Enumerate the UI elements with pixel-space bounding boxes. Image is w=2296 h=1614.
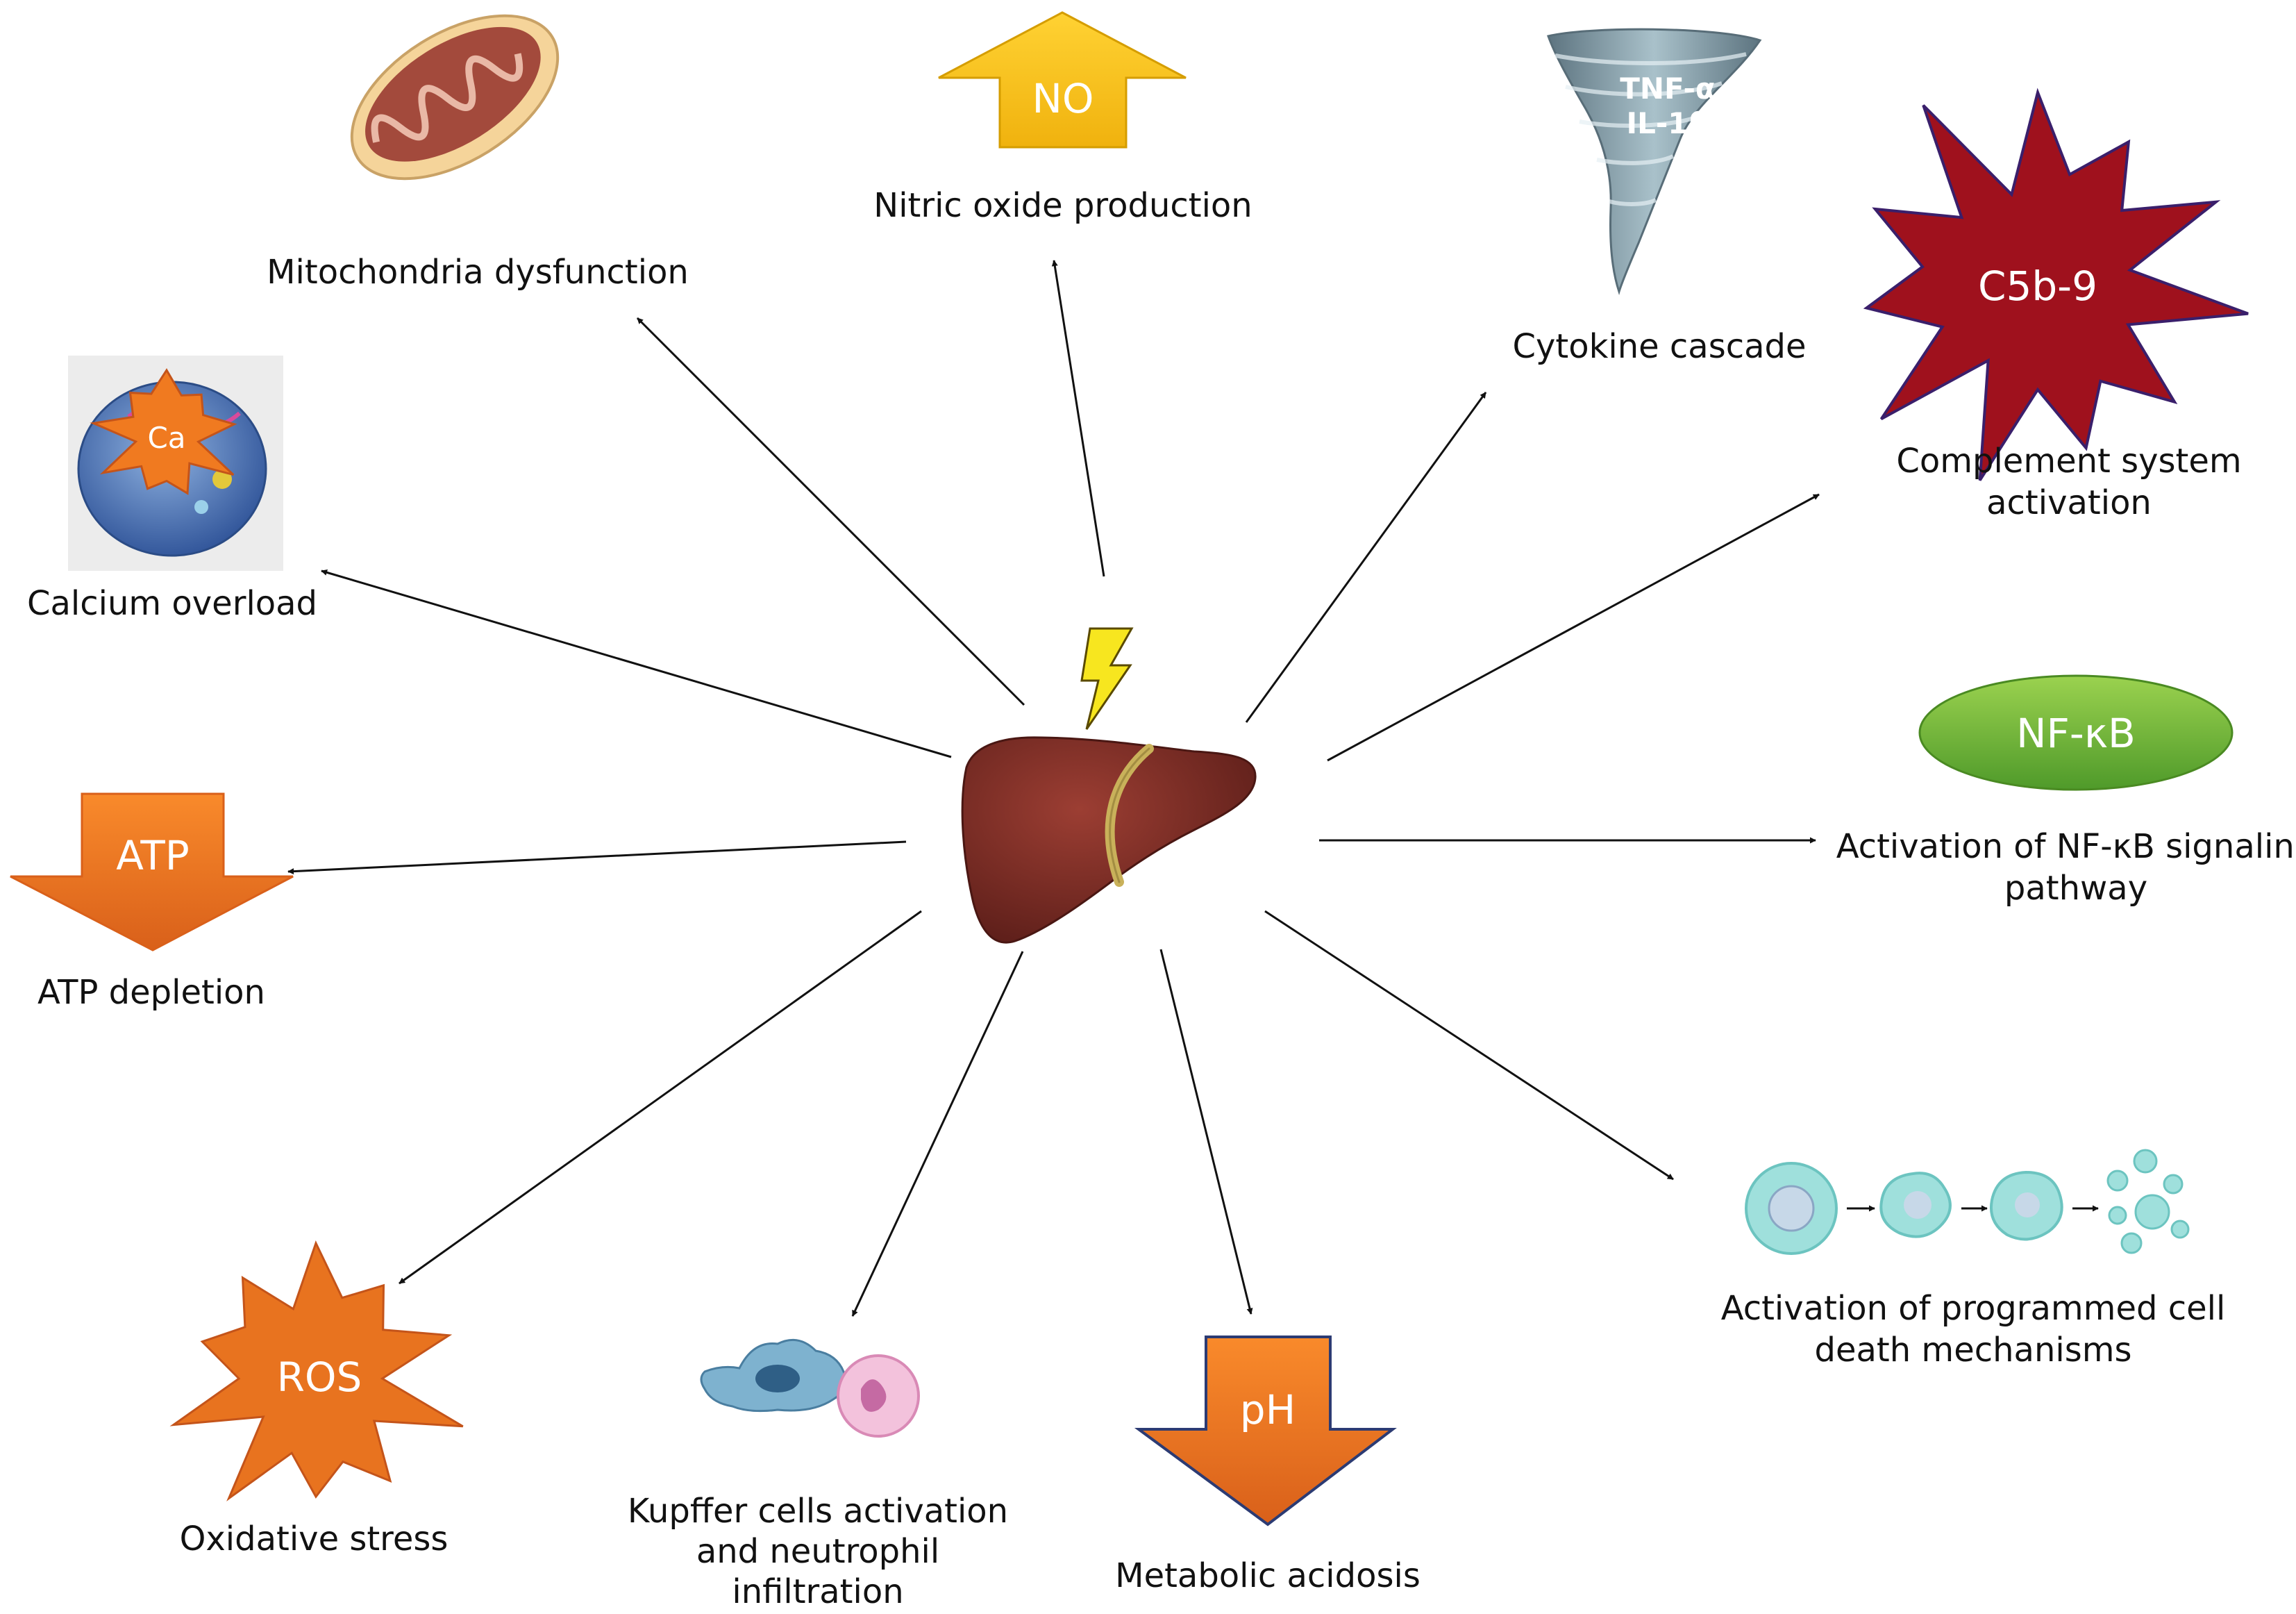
no-up-arrow-icon: NO [938, 11, 1187, 149]
arrow-programmed-death [1264, 910, 1674, 1181]
ph-label: pH [1240, 1386, 1296, 1433]
ca-label: Ca [147, 421, 185, 455]
arrow-cytokine [1245, 392, 1487, 723]
arrow-mitochondria [636, 317, 1025, 706]
ph-down-arrow-icon: pH [1134, 1336, 1397, 1526]
arrow-acidosis [1159, 949, 1253, 1315]
arrow-complement [1327, 493, 1820, 762]
ros-label: ROS [277, 1354, 362, 1401]
lightning-icon [1080, 627, 1134, 730]
label-nfkb-line2: pathway [2004, 869, 2147, 908]
il1b-label: IL-1β [1626, 106, 1709, 140]
label-programmed-death-line2: death mechanisms [1815, 1331, 2132, 1370]
ros-starburst-icon: ROS [169, 1240, 464, 1501]
nfkb-pill-icon: NF-κB [1918, 674, 2234, 791]
arrows [287, 260, 1820, 1317]
label-programmed-death-line1: Activation of programmed cell [1721, 1289, 2226, 1328]
label-calcium: Calcium overload [27, 584, 317, 623]
mitochondria-icon [350, 14, 560, 181]
label-kupffer-line1: Kupffer cells activation [628, 1492, 1008, 1531]
label-kupffer-line2: and neutrophil [696, 1532, 939, 1571]
label-atp: ATP depletion [37, 973, 265, 1012]
label-acidosis: Metabolic acidosis [1115, 1556, 1421, 1595]
liver-icon [961, 736, 1257, 944]
label-kupffer-line3: infiltration [732, 1572, 903, 1611]
tnf-label: TNF-α [1620, 72, 1715, 106]
programmed-cell-death-icon [1745, 1149, 2190, 1255]
kupffer-neutrophil-icon [700, 1338, 920, 1438]
label-nitric-oxide: Nitric oxide production [873, 186, 1252, 225]
label-mitochondria: Mitochondria dysfunction [267, 253, 689, 292]
no-label: NO [1032, 75, 1093, 122]
cytokine-tornado-icon: TNF-α IL-1β [1547, 28, 1762, 295]
c5b9-starburst-icon: C5b-9 [1863, 88, 2249, 481]
arrow-atp [287, 840, 907, 875]
nfkb-label: NF-κB [2016, 710, 2136, 757]
c5b9-label: C5b-9 [1978, 263, 2097, 310]
arrow-nitric-oxide [1051, 260, 1105, 577]
atp-label: ATP [116, 832, 190, 879]
arrow-calcium [321, 569, 952, 758]
arrow-oxidative [399, 910, 922, 1285]
atp-down-arrow-icon: ATP [10, 792, 294, 951]
label-cytokine: Cytokine cascade [1512, 327, 1806, 366]
label-oxidative: Oxidative stress [180, 1520, 449, 1558]
label-nfkb-line1: Activation of NF-κB signaling [1836, 827, 2296, 866]
label-complement-line2: activation [1986, 483, 2152, 522]
arrow-kupffer [851, 951, 1024, 1317]
label-complement-line1: Complement system [1896, 442, 2241, 481]
calcium-cell-icon: Ca [68, 356, 283, 571]
